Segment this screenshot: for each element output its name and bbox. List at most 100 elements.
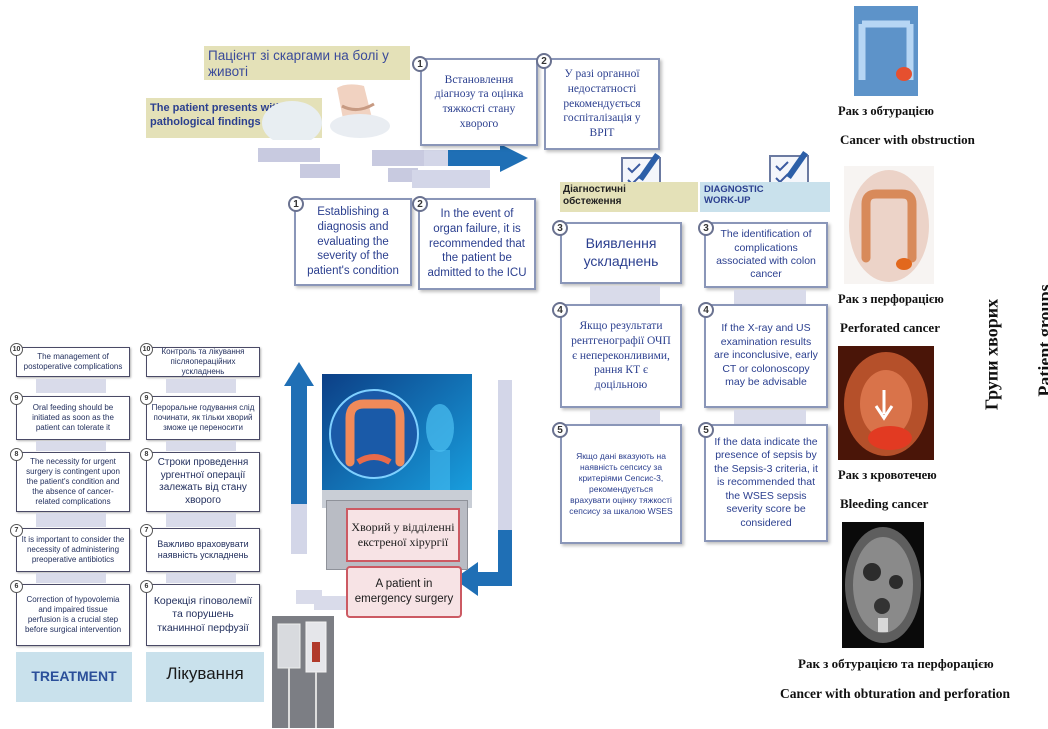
diagnostics-uk-item-4: Якщо результати рентгенографії ОЧП є неп…: [560, 304, 682, 408]
colon-anatomy-illustration: [322, 374, 472, 508]
connector-bar: [36, 513, 106, 527]
stair-step: [372, 150, 424, 166]
treatment-en-item-8: The necessity for urgent surgery is cont…: [16, 452, 130, 512]
connector-bar: [36, 441, 106, 451]
treatment-text: Пероральне годування слід починати, як т…: [151, 403, 255, 432]
treatment-uk-item-9: Пероральне годування слід починати, як т…: [146, 396, 260, 440]
patient-header-en: The patient presents with pathological f…: [150, 102, 283, 128]
connector-bar: [590, 286, 660, 304]
step-number: 5: [552, 422, 568, 438]
bleeding-endoscopy-photo: [838, 346, 934, 460]
treatment-en-label-bg: [16, 652, 132, 702]
step-text: Встановлення діагнозу та оцінка тяжкості…: [434, 73, 524, 130]
diagnostics-text: If the X-ray and US examination results …: [714, 322, 818, 389]
diagnostics-en-header: DIAGNOSTIC WORK-UP: [704, 184, 764, 207]
flow-arrow-up: [284, 362, 314, 554]
step-number: 8: [10, 448, 23, 461]
group-3-uk: Рак з кровотечею: [838, 468, 937, 482]
treatment-uk-label-bg: [146, 652, 264, 702]
treatment-en-item-6: Correction of hypovolemia and impaired t…: [16, 584, 130, 646]
stair-step: [300, 164, 340, 178]
step-number: 10: [140, 343, 153, 356]
treatment-en-label: TREATMENT: [31, 668, 117, 684]
step-box-en-2: In the event of organ failure, it is rec…: [418, 198, 536, 290]
treatment-en-item-7: It is important to consider the necessit…: [16, 528, 130, 572]
obstruction-anatomy-photo: [846, 6, 926, 96]
diagnostics-uk-header-bg: [560, 182, 698, 212]
step-number: 2: [412, 196, 428, 212]
diagnostics-en-item-4: If the X-ray and US examination results …: [704, 304, 828, 408]
treatment-en-item-9: Oral feeding should be initiated as soon…: [16, 396, 130, 440]
step-number: 7: [10, 524, 23, 537]
stair-step: [314, 596, 350, 610]
group-4-uk: Рак з обтурацією та перфорацією: [798, 656, 994, 671]
diagnostics-uk-header: Діагностичні обстеження: [563, 184, 626, 207]
group-3-en: Bleeding cancer: [840, 496, 929, 511]
step-number: 4: [552, 302, 568, 318]
step-number: 1: [412, 56, 428, 72]
patient-header-uk-bg: [204, 46, 410, 80]
step-box-uk-2: У разі органної недостатності рекомендує…: [544, 58, 660, 150]
treatment-uk-item-6: Корекція гіповолемії та порушень тканинн…: [146, 584, 260, 646]
ct-scan-photo: [842, 522, 924, 648]
step-number: 1: [288, 196, 304, 212]
group-2-uk: Рак з перфорацією: [838, 292, 944, 306]
group-4-en: Cancer with obturation and perforation: [780, 686, 1011, 701]
step-text: In the event of organ failure, it is rec…: [427, 208, 527, 280]
diagnostics-uk-item-5: Якщо дані вказують на наявність сепсису …: [560, 424, 682, 544]
connector-bar: [36, 379, 106, 393]
diagnostics-text: Виявлення ускладнень: [583, 235, 659, 269]
iv-drip-photo: [272, 616, 334, 728]
step-box-en-1: Establishing a diagnosis and evaluating …: [294, 198, 412, 286]
treatment-text: The management of postoperative complica…: [23, 352, 123, 371]
treatment-text: The necessity for urgent surgery is cont…: [26, 457, 120, 506]
group-1-uk: Рак з обтурацією: [838, 104, 934, 118]
treatment-text: Корекція гіповолемії та порушень тканинн…: [153, 595, 253, 634]
group-2-en: Perforated cancer: [840, 320, 940, 335]
treatment-text: Строки проведення ургентної операції зал…: [157, 457, 249, 506]
connector-bar: [734, 410, 806, 424]
connector-bar: [36, 573, 106, 583]
treatment-text: Важливо враховувати наявність ускладнень: [157, 538, 249, 560]
treatment-uk-label: Лікування: [166, 664, 244, 683]
perforation-anatomy-photo: [844, 166, 934, 284]
stair-step: [412, 170, 490, 188]
diagnostics-en-header-bg: [700, 182, 830, 212]
center-patient-uk: Хворий у відділенні екстреної хірургії: [351, 520, 455, 549]
treatment-uk-item-7: Важливо враховувати наявність ускладнень: [146, 528, 260, 572]
connector-bar: [590, 410, 660, 424]
treatment-text: It is important to consider the necessit…: [21, 535, 125, 564]
treatment-uk-item-10: Контроль та лікування післяопераційних у…: [146, 347, 260, 377]
connector-bar: [734, 290, 806, 306]
step-box-uk-1: Встановлення діагнозу та оцінка тяжкості…: [420, 58, 538, 146]
flow-arrow-left: [454, 380, 512, 596]
patient-header-uk: Пацієнт зі скаргами на болі у животі: [208, 48, 389, 80]
connector-bar: [166, 573, 236, 583]
center-patient-en-box: A patient in emergency surgery: [346, 566, 462, 618]
step-number: 2: [536, 53, 552, 69]
diagnostics-text: If the data indicate the presence of sep…: [714, 435, 818, 529]
diagnostics-text: Якщо дані вказують на наявність сепсису …: [569, 451, 673, 516]
treatment-text: Контроль та лікування післяопераційних у…: [161, 347, 245, 376]
stair-step: [258, 148, 320, 162]
diagnostics-uk-item-3: Виявлення ускладнень: [560, 222, 682, 284]
step-number: 9: [140, 392, 153, 405]
treatment-text: Oral feeding should be initiated as soon…: [32, 403, 114, 432]
step-number: 10: [10, 343, 23, 356]
treatment-text: Correction of hypovolemia and impaired t…: [24, 595, 122, 634]
step-number: 6: [10, 580, 23, 593]
flow-arrow-right: [424, 144, 528, 172]
step-number: 7: [140, 524, 153, 537]
step-text: Establishing a diagnosis and evaluating …: [307, 206, 399, 278]
stair-step: [388, 168, 418, 182]
step-number: 3: [552, 220, 568, 236]
patient-abdomen-illustration: [262, 84, 390, 140]
step-number: 4: [698, 302, 714, 318]
step-number: 3: [698, 220, 714, 236]
diagnostics-text: Якщо результати рентгенографії ОЧП є неп…: [571, 320, 671, 392]
step-number: 9: [10, 392, 23, 405]
diagnostics-en-item-5: If the data indicate the presence of sep…: [704, 424, 828, 542]
patient-groups-title-uk: Групи хворих: [981, 298, 1002, 411]
step-number: 5: [698, 422, 714, 438]
group-1-en: Cancer with obstruction: [840, 132, 975, 147]
